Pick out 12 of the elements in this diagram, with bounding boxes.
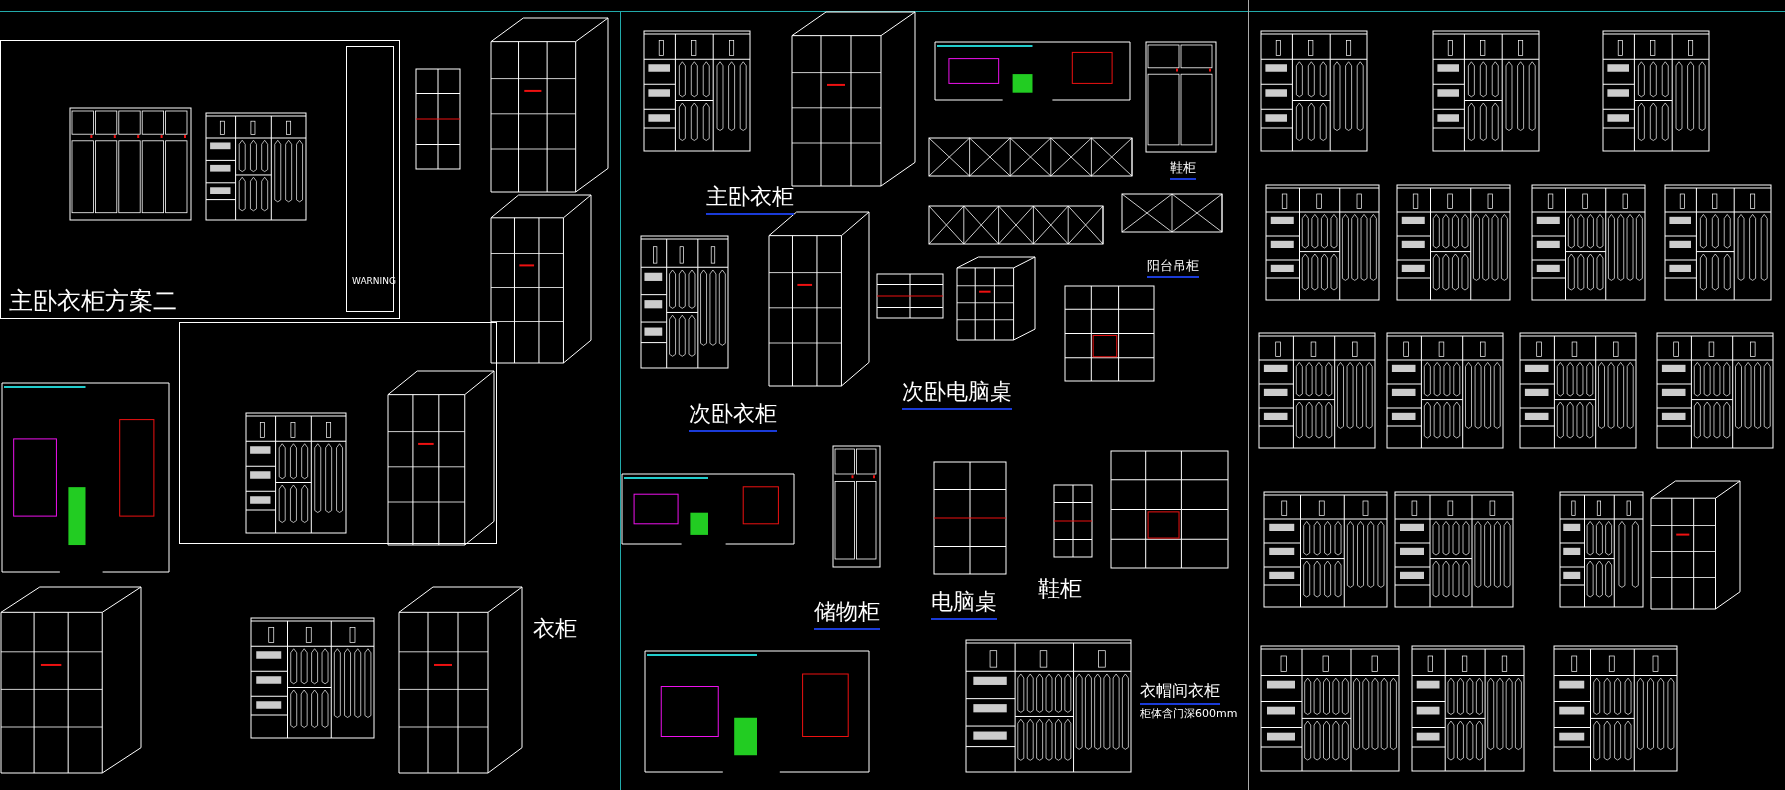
drawing-title: 衣帽间衣柜 [1140,681,1220,705]
drawing-title: 次卧衣柜 [689,400,777,432]
drawing-title: 衣柜 [533,615,577,643]
drawing-title: 电脑桌 [931,588,997,620]
drawing-title: 储物柜 [814,598,880,630]
drawing-title: 阳台吊柜 [1147,258,1199,279]
drawing-title: 主卧衣柜方案二 [9,286,177,316]
drawing-title: 次卧电脑桌 [902,378,1012,410]
drawing-title: 鞋柜 [1038,575,1082,603]
drawing-title: 柜体含门深600mm [1140,707,1238,721]
drawing-title: 鞋柜 [1170,160,1196,181]
drawing-title: 主卧衣柜 [706,183,794,215]
